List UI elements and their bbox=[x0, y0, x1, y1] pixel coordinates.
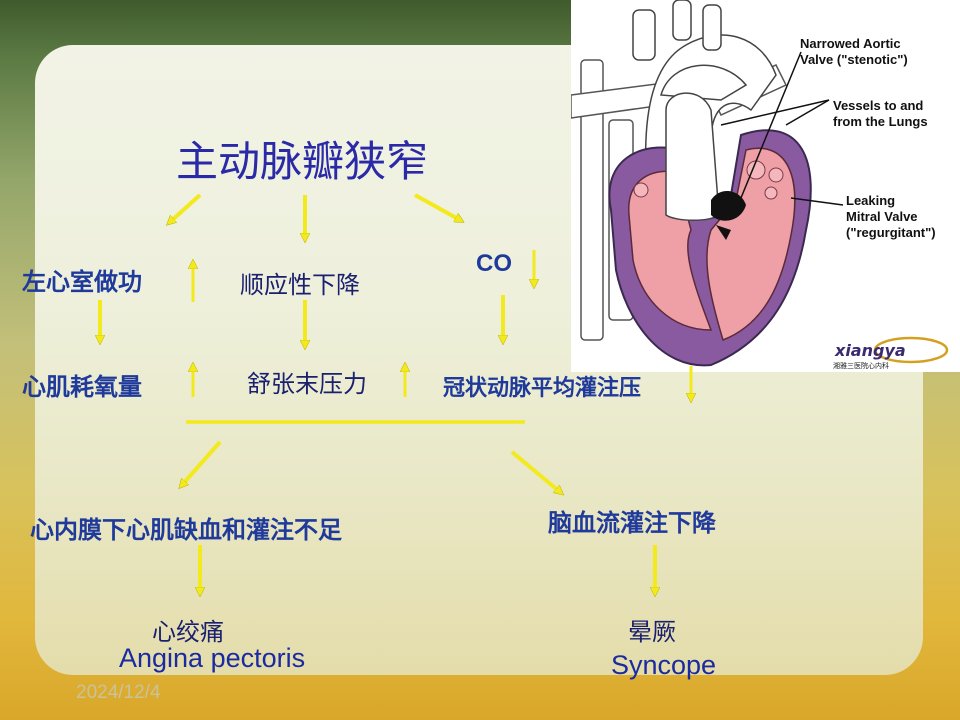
diagram-title: 主动脉瓣狭窄 bbox=[176, 137, 429, 186]
stenotic-valve bbox=[711, 190, 746, 221]
vein-outline-left bbox=[580, 59, 604, 341]
node-cerebral-perfusion: 脑血流灌注下降 bbox=[548, 509, 716, 537]
callout-mitral-line3: ("regurgitant") bbox=[846, 225, 936, 240]
callout-aortic-line2: Valve ("stenotic") bbox=[800, 52, 908, 67]
callout-vessels-line1: Vessels to and bbox=[833, 98, 923, 113]
arrow-to-cerebral bbox=[510, 450, 560, 492]
logo-subtext: 湘雅三医院心内科 bbox=[833, 361, 889, 370]
node-subendocardial-ischemia: 心内膜下心肌缺血和灌注不足 bbox=[30, 516, 342, 544]
arrow-title-to-lvwork bbox=[170, 193, 202, 222]
aortic-root bbox=[665, 92, 720, 221]
xiangya-logo: xiangya 湘雅三医院心内科 bbox=[833, 336, 949, 370]
callout-mitral-line2: Mitral Valve bbox=[846, 209, 918, 224]
callout-aortic-line1: Narrowed Aortic bbox=[800, 36, 901, 51]
heart-illustration: Narrowed Aortic Valve ("stenotic") Vesse… bbox=[571, 0, 960, 372]
node-co: CO bbox=[476, 250, 512, 277]
slide-date: 2024/12/4 bbox=[76, 682, 161, 703]
callout-vessels-line2: from the Lungs bbox=[833, 114, 928, 129]
logo-text: xiangya bbox=[834, 341, 906, 360]
callout-mitral-line1: Leaking bbox=[846, 193, 895, 208]
node-angina-en: Angina pectoris bbox=[119, 643, 306, 673]
arrow-to-ischemia bbox=[182, 440, 222, 485]
node-syncope-cn: 晕厥 bbox=[628, 618, 676, 646]
node-lv-work: 左心室做功 bbox=[22, 268, 142, 296]
node-myocardial-oxygen: 心肌耗氧量 bbox=[22, 373, 142, 401]
heart-drawing: Narrowed Aortic Valve ("stenotic") Vesse… bbox=[571, 0, 949, 370]
node-end-diastolic-pressure: 舒张末压力 bbox=[247, 370, 367, 398]
node-compliance: 顺应性下降 bbox=[240, 271, 360, 299]
arrow-title-to-co bbox=[414, 193, 460, 220]
node-coronary-pressure: 冠状动脉平均灌注压 bbox=[443, 376, 642, 401]
node-angina-cn: 心绞痛 bbox=[152, 618, 224, 646]
node-syncope-en: Syncope bbox=[611, 650, 717, 680]
left-ventricle bbox=[628, 170, 713, 331]
